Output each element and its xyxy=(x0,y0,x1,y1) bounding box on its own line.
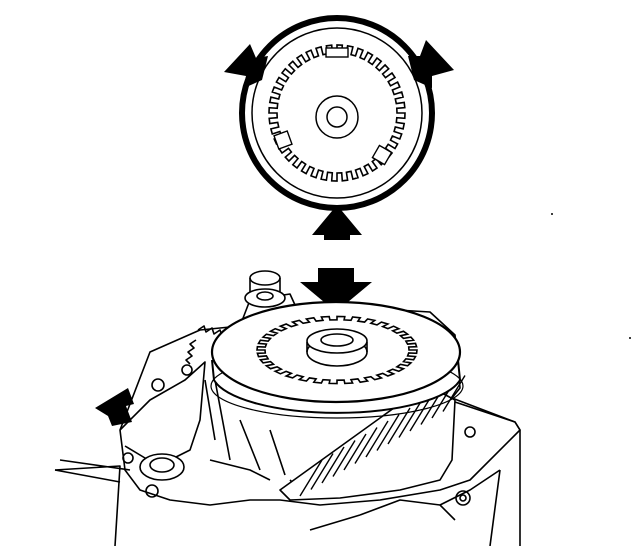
arrow-up-icon xyxy=(312,205,362,240)
top-hub-inner xyxy=(326,106,348,128)
bolt-hole xyxy=(145,484,159,498)
bolt-hole xyxy=(464,426,476,438)
helical-gear-teeth xyxy=(299,375,466,497)
arrow-down-icon xyxy=(300,268,372,312)
top-notch-tab xyxy=(325,47,349,58)
bolt-hole xyxy=(122,452,134,464)
arrow-upper-left-icon xyxy=(224,44,268,88)
bolt-hole xyxy=(455,490,471,506)
stud-hole xyxy=(256,291,274,301)
housing-assembly xyxy=(54,270,521,546)
boss-inner xyxy=(149,457,175,473)
top-inner-ring xyxy=(251,27,423,199)
arrow-left-icon xyxy=(95,388,134,426)
arrow-upper-right-icon xyxy=(408,40,454,88)
boss xyxy=(139,453,185,481)
top-arrows xyxy=(224,40,454,240)
bolt-hole xyxy=(151,378,165,392)
left-flange xyxy=(119,361,206,461)
top-notch-tab xyxy=(371,144,393,166)
stud-top xyxy=(249,270,281,286)
right-plate xyxy=(359,401,521,546)
bolt-hole xyxy=(459,494,467,502)
top-detail-gear xyxy=(239,15,435,211)
lower-base xyxy=(54,465,501,546)
top-gear-teeth xyxy=(268,44,406,182)
top-notch-tab xyxy=(273,130,293,150)
ring-hub-hole xyxy=(320,333,354,347)
speck xyxy=(551,213,553,215)
stud-base xyxy=(244,288,286,308)
speck xyxy=(629,337,631,339)
assembly-ring-gear xyxy=(210,300,464,419)
bolt-hole xyxy=(181,364,193,376)
ring-gear-teeth xyxy=(256,315,418,385)
